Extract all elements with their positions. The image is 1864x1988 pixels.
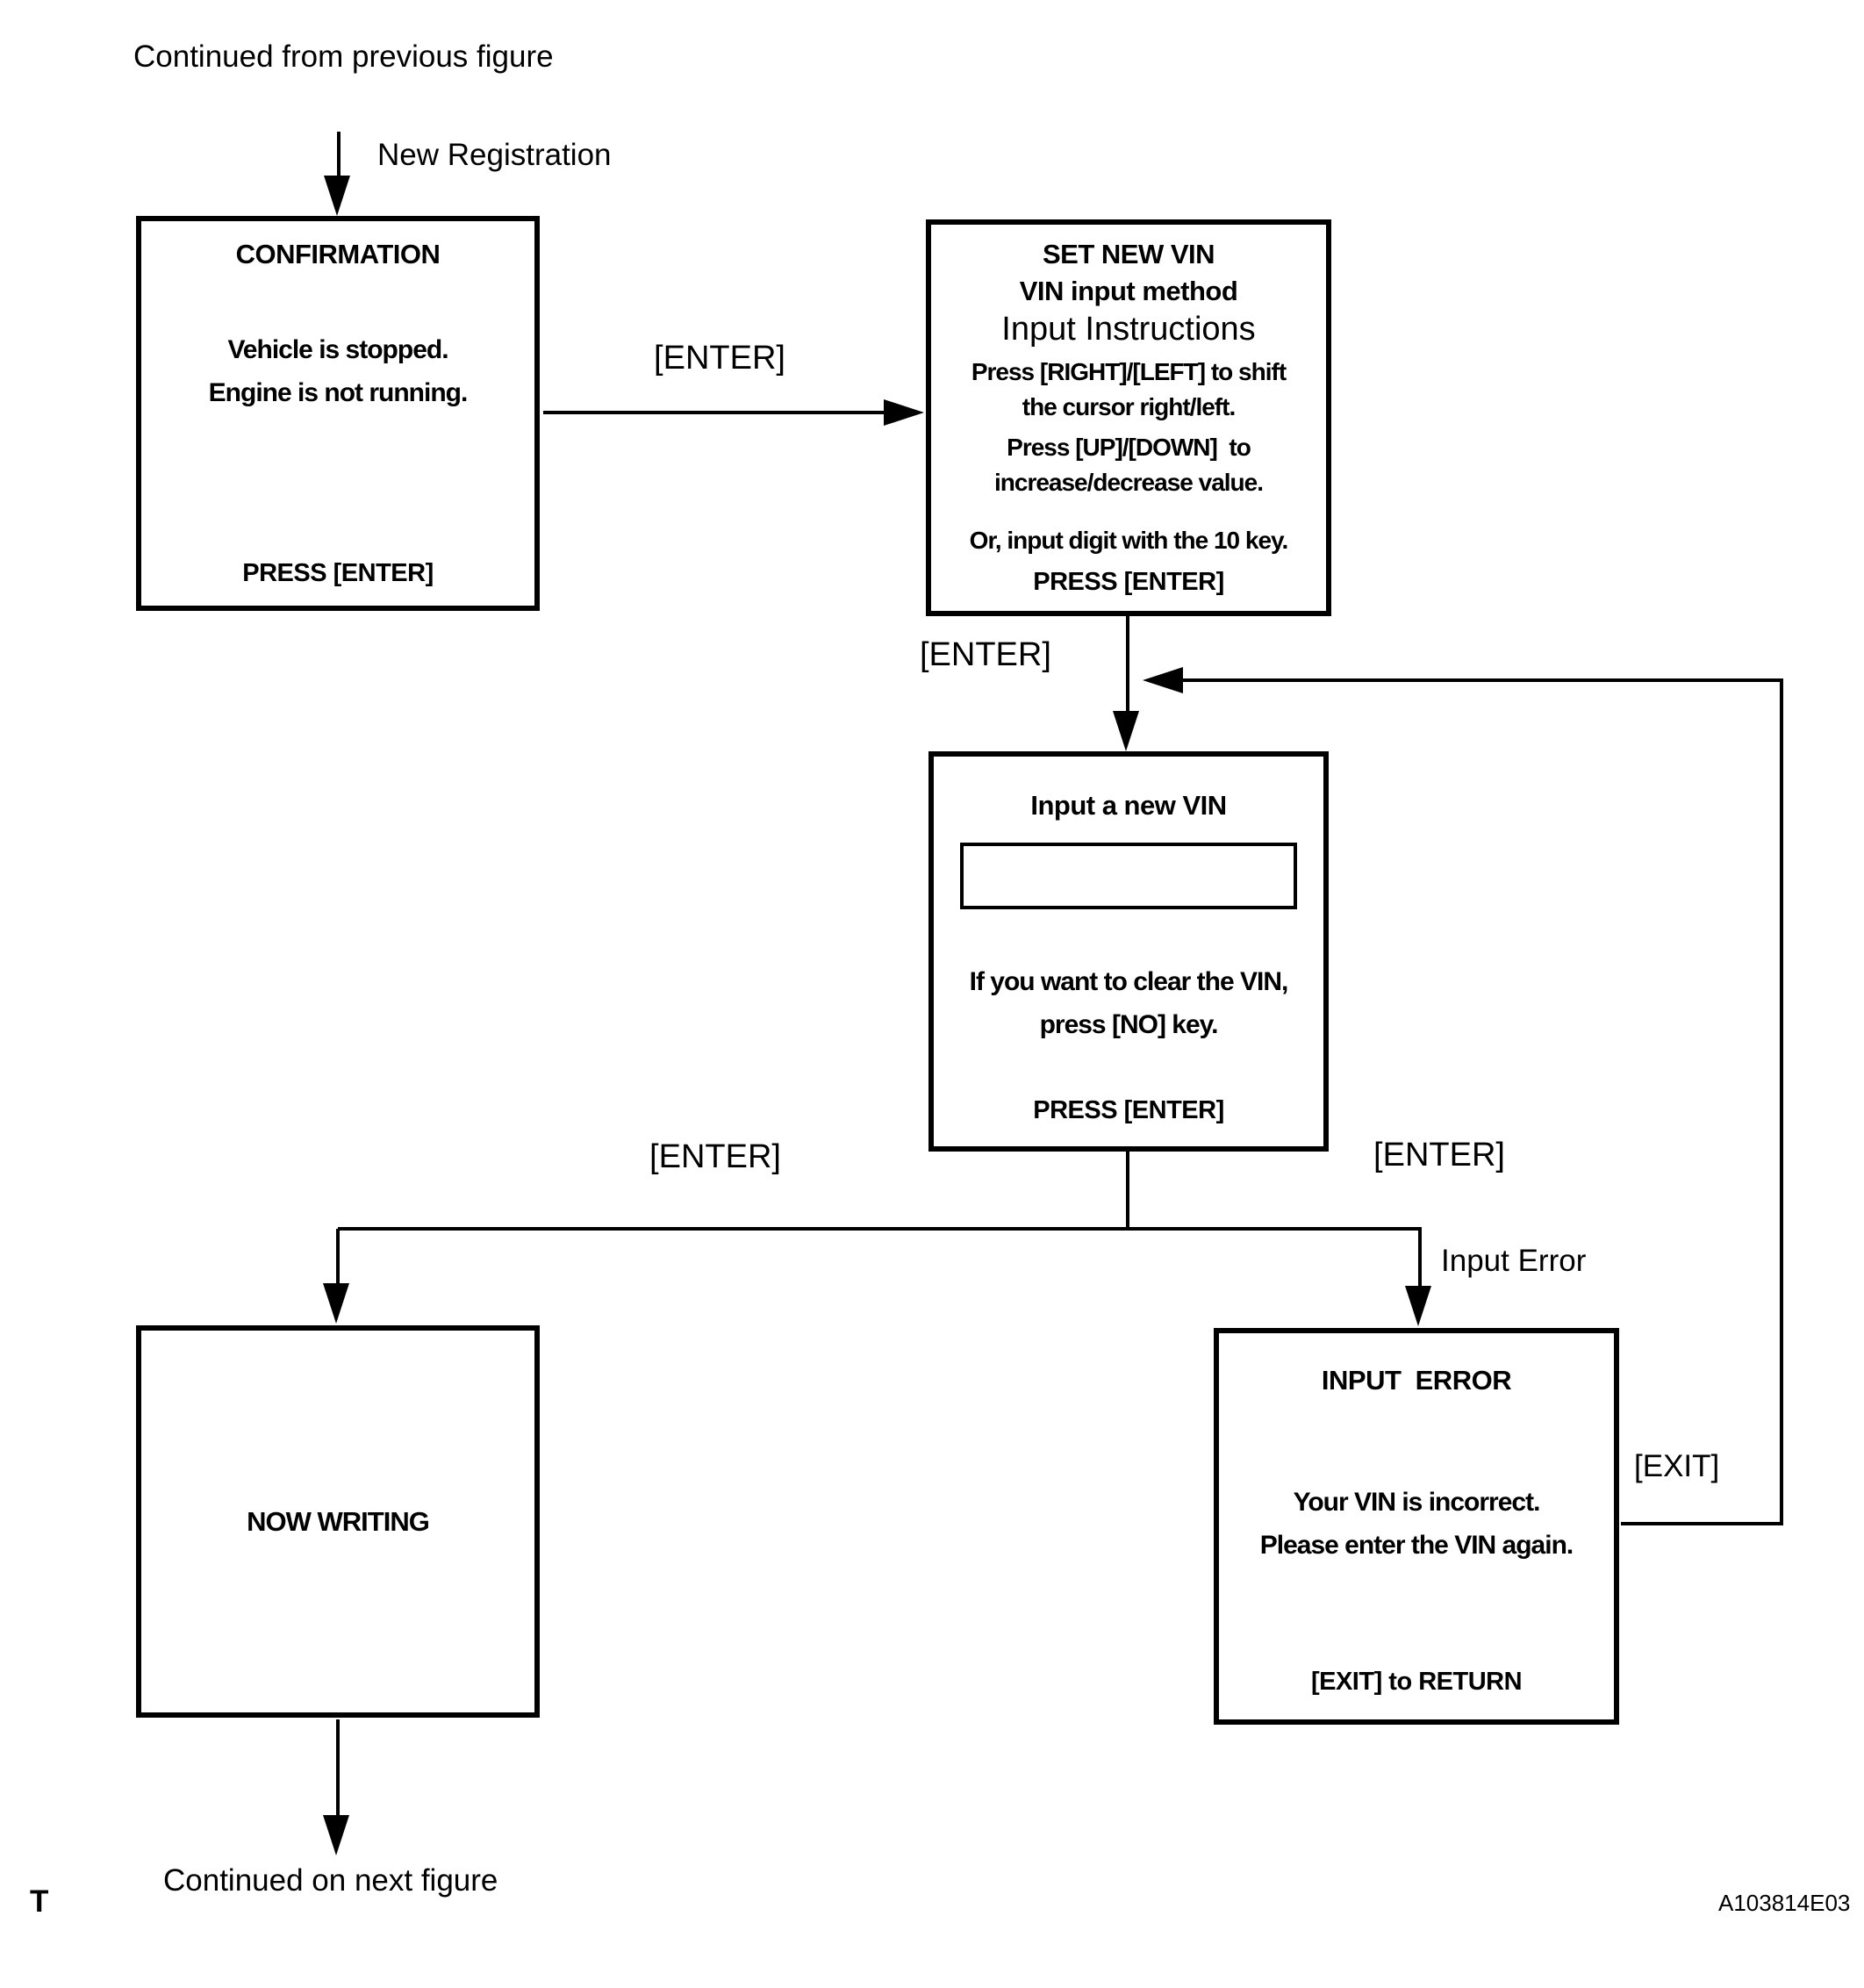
set-new-vin-subtitle: VIN input method (1019, 276, 1238, 306)
confirmation-body-line1: Vehicle is stopped. (227, 335, 448, 364)
arrowhead-into-setvin (884, 399, 924, 426)
set-new-vin-line1: Press [RIGHT]/[LEFT] to shift (971, 358, 1287, 385)
input-error-body: Your VIN is incorrect. Please enter the … (1219, 1481, 1614, 1567)
label-enter-confirm-to-setvin: [ENTER] (654, 340, 785, 377)
continued-from-previous-note: Continued from previous figure (133, 39, 554, 74)
vin-input-field (960, 843, 1297, 909)
now-writing-title: NOW WRITING (247, 1505, 430, 1537)
input-error-footer: [EXIT] to RETURN (1310, 1668, 1523, 1696)
input-error-body-line1: Your VIN is incorrect. (1293, 1488, 1541, 1517)
set-new-vin-line2: the cursor right/left. (1022, 393, 1236, 420)
set-new-vin-line5: Or, input digit with the 10 key. (969, 527, 1289, 554)
label-input-error: Input Error (1441, 1244, 1587, 1278)
set-new-vin-line4: increase/decrease value. (993, 469, 1264, 496)
confirmation-footer: PRESS [ENTER] (242, 559, 434, 587)
connector-exit-out (1621, 1522, 1783, 1525)
label-enter-setvin-to-input: [ENTER] (920, 636, 1051, 673)
connector-branch-right (1418, 1229, 1422, 1288)
label-enter-to-writing: [ENTER] (649, 1138, 781, 1175)
input-new-vin-body-line2: press [NO] key. (1039, 1010, 1219, 1039)
page-marker: T (30, 1884, 49, 1919)
connector-confirm-to-setvin (543, 411, 887, 414)
confirmation-title: CONFIRMATION (235, 239, 441, 269)
arrowhead-into-input-vin (1113, 711, 1139, 751)
connector-to-next-figure (336, 1719, 340, 1818)
arrowhead-into-now-writing (323, 1283, 349, 1324)
set-new-vin-instructions-heading: Input Instructions (1001, 311, 1256, 348)
now-writing-box: NOW WRITING (136, 1325, 540, 1718)
connector-branch-horizontal (338, 1227, 1422, 1231)
arrowhead-to-next-figure (323, 1815, 349, 1855)
continued-on-next-note: Continued on next figure (163, 1863, 498, 1898)
set-new-vin-title: SET NEW VIN (1042, 239, 1215, 269)
figure-code: A103814E03 (1718, 1890, 1851, 1916)
arrowhead-into-input-error (1405, 1286, 1431, 1326)
connector-exit-loop-vertical (1780, 678, 1783, 1525)
set-new-vin-line3: Press [UP]/[DOWN] to (1007, 434, 1251, 461)
connector-new-registration-line (337, 132, 341, 183)
label-enter-to-error: [ENTER] (1373, 1137, 1505, 1173)
input-error-box: INPUT ERROR Your VIN is incorrect. Pleas… (1214, 1328, 1619, 1725)
input-new-vin-footer: PRESS [ENTER] (1033, 1096, 1224, 1124)
connector-setvin-to-input (1126, 616, 1129, 714)
input-new-vin-body: If you want to clear the VIN, press [NO]… (934, 960, 1323, 1046)
label-exit: [EXIT] (1634, 1449, 1720, 1483)
input-error-body-line2: Please enter the VIN again. (1259, 1531, 1574, 1560)
arrowhead-exit-loop-return (1143, 667, 1183, 693)
confirmation-body-line2: Engine is not running. (208, 378, 469, 407)
connector-branch-left (336, 1229, 340, 1285)
connector-exit-loop-top (1183, 678, 1783, 682)
set-new-vin-footer: PRESS [ENTER] (1033, 568, 1224, 596)
input-new-vin-body-line1: If you want to clear the VIN, (969, 967, 1289, 996)
confirmation-box: CONFIRMATION Vehicle is stopped. Engine … (136, 216, 540, 611)
input-new-vin-title: Input a new VIN (1030, 790, 1227, 821)
input-new-vin-box: Input a new VIN If you want to clear the… (928, 751, 1329, 1152)
input-error-title: INPUT ERROR (1321, 1365, 1512, 1396)
label-new-registration: New Registration (377, 138, 612, 172)
connector-input-branch-stem (1126, 1152, 1129, 1231)
set-new-vin-box: SET NEW VIN VIN input method Input Instr… (926, 219, 1331, 616)
confirmation-body: Vehicle is stopped. Engine is not runnin… (141, 328, 534, 414)
arrowhead-into-confirmation (324, 176, 350, 216)
